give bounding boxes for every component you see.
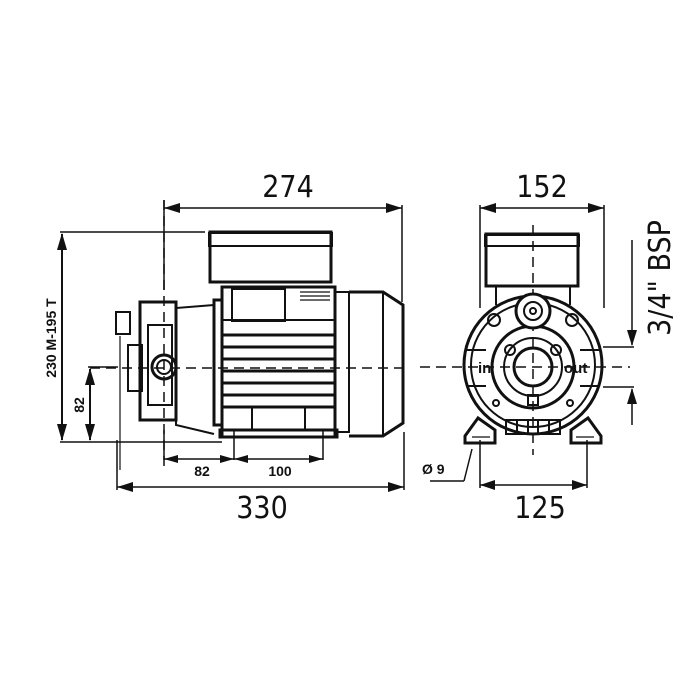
dimension-port: 3/4" BSP bbox=[603, 220, 678, 425]
dim-125-label: 125 bbox=[514, 491, 566, 526]
dim-152-label: 152 bbox=[516, 170, 568, 205]
dimension-feet: 82 100 bbox=[163, 430, 324, 479]
outlet-label: out bbox=[564, 360, 587, 377]
port-size-label: 3/4" BSP bbox=[643, 220, 678, 336]
side-view: 274 230 M-195 T 82 bbox=[43, 170, 405, 526]
front-terminal-box bbox=[484, 232, 580, 305]
dimension-125: 125 bbox=[479, 440, 588, 526]
dim-82-vertical-label: 82 bbox=[71, 397, 87, 413]
dimension-330: 330 bbox=[116, 432, 405, 526]
hole-diameter-label: Ø 9 bbox=[422, 461, 445, 477]
dimension-274: 274 bbox=[163, 170, 403, 302]
dimension-hole: Ø 9 bbox=[422, 448, 473, 482]
dim-100-label: 100 bbox=[268, 463, 292, 479]
fan-cover bbox=[334, 290, 405, 438]
motor-body bbox=[218, 285, 339, 439]
front-view: in out 152 3/4" BSP 125 bbox=[420, 170, 678, 526]
motor-housing-front bbox=[462, 292, 604, 436]
dim-82-horizontal-label: 82 bbox=[194, 463, 210, 479]
dim-height-label: 230 M-195 T bbox=[43, 298, 59, 378]
dimension-shaft-height: 82 bbox=[71, 366, 118, 441]
terminal-box bbox=[208, 230, 333, 284]
dimension-height-total: 230 M-195 T bbox=[43, 231, 222, 443]
dimension-152: 152 bbox=[479, 170, 605, 308]
inlet-label: in bbox=[478, 360, 491, 377]
dim-330-label: 330 bbox=[236, 491, 288, 526]
pump-head bbox=[115, 298, 222, 470]
dim-274-label: 274 bbox=[262, 170, 314, 205]
